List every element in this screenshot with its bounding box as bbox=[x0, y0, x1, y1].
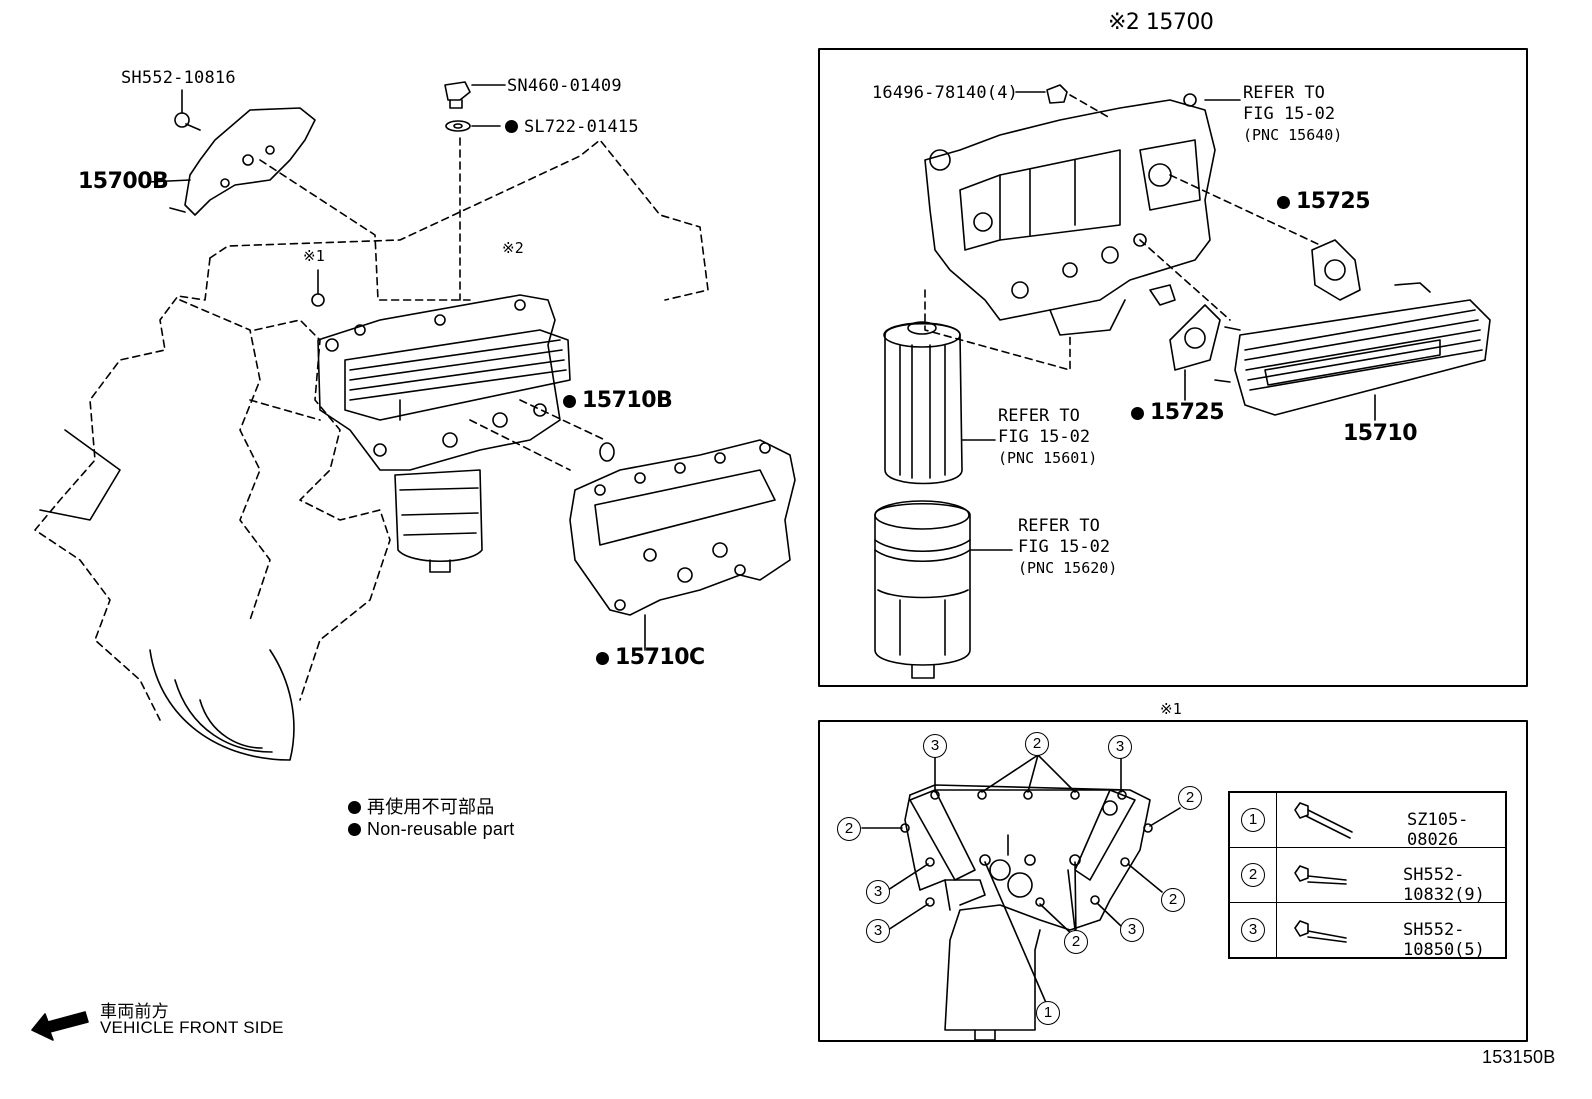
non-reusable-dot-icon bbox=[563, 395, 576, 408]
label-box2-header: ※1 bbox=[1160, 700, 1182, 718]
label-sh552-10816: SH552-10816 bbox=[121, 68, 236, 88]
fastener-row: 2 SH552-10832(9) bbox=[1228, 847, 1507, 905]
front-jp: 車両前方 bbox=[100, 1002, 169, 1021]
non-reusable-dot-icon bbox=[348, 801, 361, 814]
label-16496: 16496-78140(4) bbox=[872, 83, 1019, 103]
callout-3: 3 bbox=[866, 880, 890, 904]
refer-15601: REFER TO FIG 15-02 (PNC 15601) bbox=[998, 406, 1098, 467]
filter-element bbox=[883, 321, 996, 485]
non-reusable-dot-icon bbox=[505, 120, 518, 133]
cooler-15710 bbox=[1214, 282, 1491, 421]
bolt-layout-box bbox=[818, 720, 1528, 1042]
legend-en: Non-reusable part bbox=[348, 819, 514, 840]
gasket-15710c bbox=[569, 439, 796, 651]
non-reusable-dot-icon bbox=[1277, 196, 1290, 209]
label-15710c: 15710C bbox=[596, 645, 705, 670]
label-15725-top: 15725 bbox=[1277, 189, 1371, 214]
fastener-part-number: SH552-10850(5) bbox=[1403, 920, 1485, 960]
label-15725-bottom: 15725 bbox=[1131, 400, 1225, 425]
oil-cooler-assembly bbox=[311, 269, 571, 573]
fastener-row: 1 SZ105-08026 bbox=[1228, 791, 1507, 850]
label-sn460-01409: SN460-01409 bbox=[507, 76, 622, 96]
fastener-row: 3 SH552-10850(5) bbox=[1228, 902, 1507, 960]
housing-dash bbox=[924, 94, 1321, 371]
label-leaders bbox=[147, 84, 1241, 183]
bolt-16496 bbox=[1015, 84, 1068, 104]
callout-3: 3 bbox=[1108, 735, 1132, 759]
label-15700-header: ※2 15700 bbox=[1108, 10, 1214, 35]
label-note2: ※2 bbox=[502, 239, 524, 257]
non-reusable-dot-icon bbox=[1131, 407, 1144, 420]
label-15710b: 15710B bbox=[563, 388, 673, 413]
gasket-15725-top bbox=[1311, 239, 1361, 301]
engine-outline bbox=[34, 139, 709, 721]
gasket-15725-bottom bbox=[1169, 304, 1221, 401]
fastener-part-number: SZ105-08026 bbox=[1407, 810, 1469, 850]
bolt-layout-drawing bbox=[861, 754, 1181, 1041]
refer-15620: REFER TO FIG 15-02 (PNC 15620) bbox=[1018, 516, 1118, 577]
callout-3: 3 bbox=[1120, 918, 1144, 942]
label-sl722-01415: SL722-01415 bbox=[505, 117, 639, 137]
callout-3: 3 bbox=[923, 734, 947, 758]
bracket-15700b bbox=[169, 89, 316, 216]
label-note1: ※1 bbox=[303, 247, 325, 265]
callout-2: 2 bbox=[837, 817, 861, 841]
fastener-number: 1 bbox=[1241, 808, 1265, 832]
callout-2: 2 bbox=[1025, 732, 1049, 756]
fastener-number: 3 bbox=[1241, 918, 1265, 942]
filter-cap bbox=[874, 500, 1013, 679]
assembly-box-15700 bbox=[818, 48, 1528, 687]
o-ring-15710b bbox=[599, 442, 615, 462]
front-en: VEHICLE FRONT SIDE bbox=[100, 1018, 284, 1037]
engine-lower bbox=[39, 429, 295, 761]
diagram-id: 153150B bbox=[1482, 1047, 1556, 1067]
housing-15700 bbox=[924, 93, 1216, 336]
callout-2: 2 bbox=[1161, 888, 1185, 912]
refer-15640: REFER TO FIG 15-02 (PNC 15640) bbox=[1243, 83, 1343, 144]
callout-3: 3 bbox=[866, 919, 890, 943]
label-15700b: 15700B bbox=[78, 169, 169, 194]
non-reusable-dot-icon bbox=[596, 652, 609, 665]
non-reusable-dot-icon bbox=[348, 823, 361, 836]
legend-jp: 再使用不可部品 bbox=[348, 793, 494, 819]
leader-lines bbox=[249, 137, 606, 471]
fastener-table: 1 SZ105-08026 2 SH552-10832(9) 3 SH552-1… bbox=[1228, 791, 1507, 960]
plug-washer bbox=[444, 81, 471, 132]
front-arrow bbox=[31, 1011, 89, 1041]
fastener-number: 2 bbox=[1241, 863, 1265, 887]
callout-2: 2 bbox=[1064, 930, 1088, 954]
callout-1: 1 bbox=[1036, 1001, 1060, 1025]
label-15710: 15710 bbox=[1343, 421, 1418, 446]
fastener-part-number: SH552-10832(9) bbox=[1403, 865, 1485, 905]
callout-2: 2 bbox=[1178, 786, 1202, 810]
